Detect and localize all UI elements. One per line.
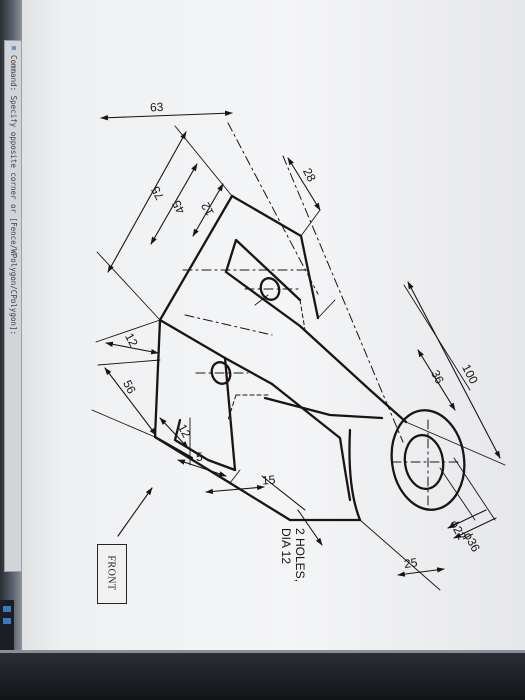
hidden-lines <box>227 299 306 421</box>
monitor-bezel <box>0 650 525 700</box>
dim-12-bottom: 12 <box>175 422 194 441</box>
front-view-label: FRONT <box>105 555 117 591</box>
holes-note-line2: DIA 12 <box>279 528 293 564</box>
taskbar-app-icon[interactable] <box>3 618 11 624</box>
bezel-edge <box>0 650 525 653</box>
technical-drawing: 63 75 45 12 28 100 36 12 56 12 5 15 25 ϕ… <box>91 100 506 591</box>
taskbar-app-icon[interactable] <box>3 606 11 612</box>
dim-75: 75 <box>148 184 167 203</box>
holes-note-line1: 2 HOLES, <box>293 528 307 582</box>
dim-28: 28 <box>300 166 319 185</box>
dim-36: 36 <box>428 368 447 387</box>
dim-12-top: 12 <box>198 200 217 219</box>
taskbar-strip <box>0 600 14 650</box>
dim-45: 45 <box>169 198 188 217</box>
dimension-lines <box>100 110 501 577</box>
dim-100: 100 <box>459 362 481 387</box>
dim-12-left: 12 <box>122 331 141 350</box>
center-lines <box>182 122 463 506</box>
dim-56: 56 <box>120 378 139 397</box>
dim-15: 15 <box>261 473 276 488</box>
front-view-box <box>97 544 127 604</box>
dim-63: 63 <box>150 100 164 115</box>
dim-25: 25 <box>403 555 418 571</box>
dim-5: 5 <box>196 450 203 464</box>
